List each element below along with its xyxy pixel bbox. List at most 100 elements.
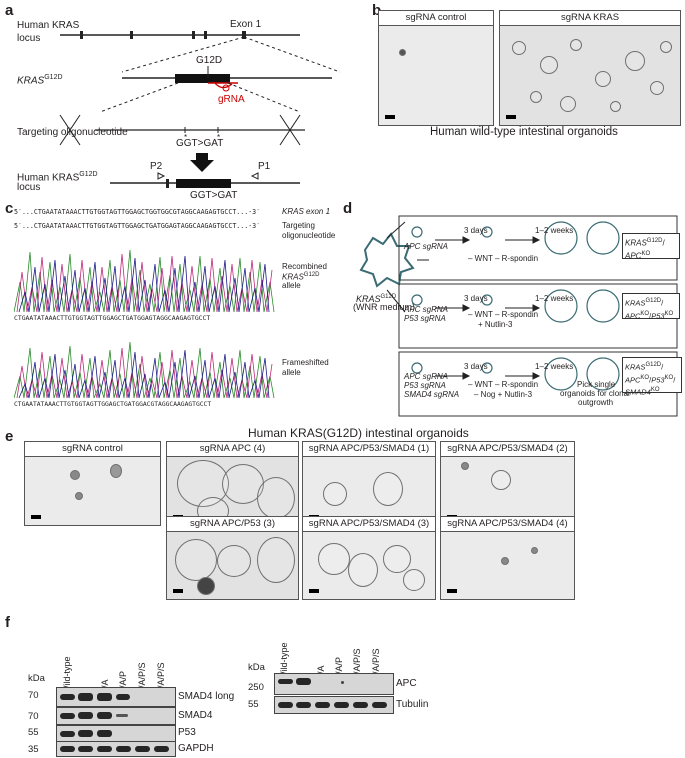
b-image-sgrna-control: sgRNA control [378, 10, 494, 126]
a-g12d: G12D [196, 55, 223, 66]
b-caption: Human wild-type intestinal organoids [430, 126, 618, 138]
e-caption-5: sgRNA APC/P53 (3) [167, 517, 298, 532]
e-title: Human KRAS(G12D) intestinal organoids [248, 426, 469, 440]
e-caption-2: sgRNA APC (4) [167, 442, 298, 457]
f-blot-smad4-long [56, 687, 176, 707]
a-human-kras: Human KRAS [17, 20, 80, 31]
f-kda-left-1: 70 [28, 690, 39, 701]
c-trace1-label-2: KRASG12D [282, 272, 320, 282]
e-image-5: sgRNA APC/P53 (3) [166, 516, 299, 600]
e-image-7: sgRNA APC/P53/SMAD4 (4) [440, 516, 575, 600]
f-label-p53: P53 [178, 727, 196, 738]
a-p2: P2 [150, 161, 163, 172]
c-trace1-label-3: allele [282, 281, 301, 290]
d-pick-3: outgrowth [578, 398, 614, 407]
c-trace1-label-1: Recombined [282, 262, 327, 271]
panel-label-b: b [372, 2, 382, 19]
d-r3-cond-1: – WNT – R-spondin [468, 380, 539, 389]
d-r2-cond-1: – WNT – R-spondin [468, 310, 539, 319]
d-workflow-diagram [359, 215, 678, 417]
e-image-1: sgRNA control [24, 441, 161, 526]
d-r3-sg-1: APC sgRNA [404, 372, 449, 381]
d-r3-cond-2: – Nog + Nutlin-3 [474, 390, 533, 399]
f-blot-smad4 [56, 707, 176, 725]
panel-label-c: c [5, 200, 14, 217]
f-kda-right-2: 55 [248, 699, 259, 710]
c-seq2: 5′...CTGAATATAAACTTGTGGTAGTTGGAGCTGATGGA… [14, 222, 261, 230]
b-caption-1: sgRNA control [379, 11, 493, 26]
d-r3-days: 3 days [464, 362, 488, 371]
f-label-smad4: SMAD4 [178, 710, 213, 721]
d-pick-2: organoids for clonal [560, 389, 630, 398]
d-source-1: KRASG12D [356, 294, 397, 304]
panel-label-d: d [343, 200, 353, 217]
e-image-3: sgRNA APC/P53/SMAD4 (1) [302, 441, 436, 526]
b-image-sgrna-kras: sgRNA KRAS [499, 10, 681, 126]
panel-label-a: a [5, 2, 14, 19]
f-label-gapdh: GAPDH [178, 743, 214, 754]
d-r3-weeks: 1–2 weeks [535, 362, 574, 371]
e-image-6: sgRNA APC/P53/SMAD4 (3) [302, 516, 436, 600]
f-blot-apc [274, 673, 394, 695]
d-r1-days: 3 days [464, 226, 488, 235]
d-result-2: KRASG12D/APCKO/P53KO [622, 293, 680, 320]
e-image-4: sgRNA APC/P53/SMAD4 (2) [440, 441, 575, 526]
e-caption-4: sgRNA APC/P53/SMAD4 (2) [441, 442, 574, 457]
f-kda-right: kDa [248, 662, 265, 673]
c-trace2-seq: CTGAATATAAACTTGTGGTAGTTGGAGCTGATGGACGTAG… [14, 401, 212, 408]
d-result-3: KRASG12D/APCKO/P53KO/SMAD4KO [622, 357, 682, 397]
c-seq2-label-2: oligonucleotide [282, 231, 336, 240]
e-caption-1: sgRNA control [25, 442, 160, 457]
panel-label-e: e [5, 428, 14, 445]
f-label-smad4-long: SMAD4 long [178, 691, 235, 702]
d-r1-cond: – WNT – R-spondin [468, 254, 539, 263]
e-caption-3: sgRNA APC/P53/SMAD4 (1) [303, 442, 435, 457]
c-chromatogram-frameshifted [14, 341, 275, 399]
kras-locus-diagram [59, 31, 341, 188]
a-grna: gRNA [218, 94, 245, 105]
a-human-kras-g12d: Human KRASG12D [17, 171, 98, 184]
f-label-tubulin: Tubulin [396, 699, 429, 710]
f-label-apc: APC [396, 678, 417, 689]
d-source-2: (WNR medium) [353, 302, 415, 312]
d-result-1: KRASG12D/APCKO [622, 233, 680, 260]
a-locus-2: locus [17, 182, 41, 193]
f-blot-gapdh [56, 741, 176, 757]
e-caption-7: sgRNA APC/P53/SMAD4 (4) [441, 517, 574, 532]
a-kras-g12d: KRASG12D [17, 74, 63, 87]
c-seq1-label: KRAS exon 1 [282, 207, 331, 216]
c-trace1-seq: CTGAATATAAACTTGTGGTAGTTGGAGCTGATGGAGTAGG… [14, 314, 211, 322]
d-r2-sg-1: APC sgRNA [404, 305, 449, 314]
d-r2-sg-2: P53 sgRNA [404, 314, 446, 323]
a-targeting: Targeting oligonucleotide [17, 127, 128, 138]
f-kda-left-4: 35 [28, 744, 39, 755]
d-pick-1: Pick single [577, 380, 616, 389]
f-kda-right-1: 250 [248, 682, 264, 693]
d-r1-weeks: 1–2 weeks [535, 226, 574, 235]
a-ggt-gat-1: GGT>GAT [176, 138, 224, 149]
f-kda-left-2: 70 [28, 711, 39, 722]
c-trace2-label-1: Frameshifted [282, 358, 329, 367]
f-kda-left-3: 55 [28, 727, 39, 738]
f-blot-tubulin [274, 696, 394, 714]
c-chromatogram-recombined [14, 249, 275, 313]
d-r2-weeks: 1–2 weeks [535, 294, 574, 303]
d-r3-sg-2: P53 sgRNA [404, 381, 446, 390]
f-kda-left: kDa [28, 673, 45, 684]
e-caption-6: sgRNA APC/P53/SMAD4 (3) [303, 517, 435, 532]
c-seq1: 5′...CTGAATATAAACTTGTGGTAGTTGGAGCTGGTGGC… [14, 208, 261, 216]
c-seq2-label-1: Targeting [282, 221, 315, 230]
a-exon1: Exon 1 [230, 19, 262, 30]
d-r1-sg: APC sgRNA [404, 242, 449, 251]
a-p1: P1 [258, 161, 271, 172]
a-ggt-gat-2: GGT>GAT [190, 190, 238, 201]
d-r3-sg-3: SMAD4 sgRNA [404, 390, 460, 399]
d-r2-cond-2: + Nutlin-3 [478, 320, 513, 329]
e-image-2: sgRNA APC (4) [166, 441, 299, 526]
c-trace2-label-2: allele [282, 368, 301, 377]
a-locus: locus [17, 33, 41, 44]
f-blot-p53 [56, 725, 176, 743]
panel-label-f: f [5, 614, 10, 631]
d-r2-days: 3 days [464, 294, 488, 303]
b-caption-2: sgRNA KRAS [500, 11, 680, 26]
